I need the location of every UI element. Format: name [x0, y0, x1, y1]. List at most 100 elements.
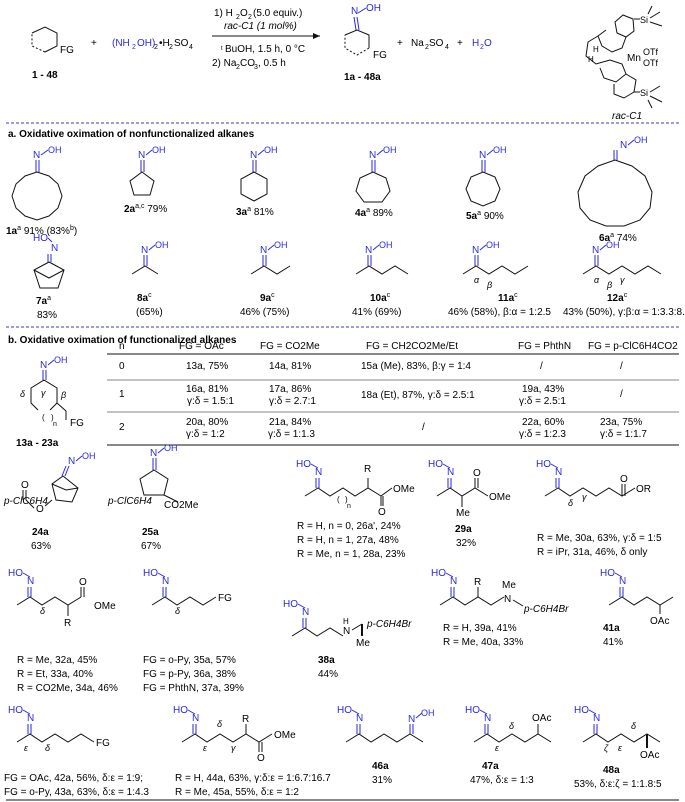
svg-text:24a: 24a [32, 527, 49, 538]
svg-text:SO: SO [429, 38, 444, 49]
svg-text:2: 2 [119, 422, 125, 433]
cond-solvent: BuOH, 1.5 h, 0 °C [225, 44, 305, 55]
compound-12a-caption: 12ac [607, 292, 628, 304]
svg-text:41%: 41% [603, 637, 623, 648]
svg-text:O: O [240, 8, 248, 19]
svg-text:N: N [260, 245, 267, 256]
hydroxylamine-reagent: (NH 2 OH) 2 •H 2 SO 4 [112, 38, 193, 51]
svg-text:OH: OH [152, 145, 166, 155]
svg-text:O: O [21, 480, 29, 491]
svg-text:N: N [408, 714, 415, 725]
compound-35a-37a: HON δ FG FG = o-Py, 35a, 57% FG = p-Py, … [143, 568, 244, 694]
section-b-title: b. Oxidative oximation of functionalized… [8, 335, 237, 346]
byproduct-water: H 2 O [472, 38, 492, 51]
svg-text:HO: HO [8, 705, 23, 716]
compound-1a-caption: 1aa 91% (83%b) [6, 225, 77, 237]
svg-text:α: α [594, 275, 600, 285]
svg-text:OH: OH [48, 145, 62, 155]
svg-text:2: 2 [236, 64, 240, 71]
svg-text:(: ( [337, 495, 340, 504]
svg-text:(: ( [42, 413, 45, 422]
catalyst-structure: Si H H Mn OTf OTf Si rac-C1 [585, 5, 663, 122]
svg-text:R = Me, 40a, 33%: R = Me, 40a, 33% [443, 637, 523, 648]
svg-text:β: β [486, 280, 492, 290]
svg-text:δ: δ [45, 743, 51, 753]
table-header-oac: FG = OAc [179, 341, 224, 352]
svg-text:(65%): (65%) [136, 307, 163, 318]
svg-text:R: R [64, 618, 71, 629]
svg-text:N: N [504, 594, 511, 605]
cond-base: 2) Na [212, 58, 237, 69]
compound-29a: HON Me O OMe 29a 32% [428, 459, 511, 549]
svg-text:N: N [620, 140, 627, 151]
svg-text:25a: 25a [142, 527, 159, 538]
svg-text:OH: OH [383, 145, 397, 155]
starting-material: FG 1 - 48 [31, 26, 74, 81]
compound-3a-caption: 3aa 81% [236, 206, 274, 218]
svg-text:32%: 32% [456, 538, 476, 549]
svg-text:N: N [33, 150, 40, 161]
svg-text:HO: HO [574, 705, 589, 716]
svg-text:HO: HO [465, 705, 480, 716]
svg-text:HO: HO [337, 705, 352, 716]
svg-text:OAc: OAc [640, 750, 659, 761]
svg-text:N: N [192, 713, 199, 724]
svg-text:p-ClC6H4: p-ClC6H4 [3, 496, 48, 507]
compound-2a-caption: 2aa,c 79% [124, 203, 167, 215]
prod-n: N [351, 6, 358, 17]
svg-text:OAc: OAc [532, 713, 551, 724]
svg-text:α: α [474, 275, 480, 285]
svg-text:46% (58%), β:α = 1:2.5: 46% (58%), β:α = 1:2.5 [448, 307, 551, 318]
svg-text:HO: HO [431, 568, 446, 579]
svg-text:δ: δ [40, 606, 46, 616]
compound-46a: HON N OH 46a 31% [337, 705, 435, 786]
svg-text:N: N [51, 243, 58, 254]
svg-text:γ:δ = 1:1.7: γ:δ = 1:1.7 [600, 429, 647, 440]
svg-text:R: R [242, 714, 249, 725]
compound-7a: HON 7aa 83% [33, 233, 65, 321]
reagent-oh: OH) [137, 38, 155, 49]
catalyst-mn: Mn [627, 53, 641, 64]
svg-text:ε: ε [203, 743, 208, 753]
svg-text:47a: 47a [482, 761, 499, 772]
svg-text:δ: δ [568, 498, 574, 508]
svg-text:HO: HO [428, 459, 443, 470]
svg-text:R = Et, 33a, 40%: R = Et, 33a, 40% [17, 669, 93, 680]
table-header-phthn: FG = PhthN [518, 341, 571, 352]
svg-text:γ: γ [41, 388, 46, 398]
svg-text:ε: ε [495, 743, 500, 753]
svg-text:3: 3 [254, 64, 258, 71]
svg-text:N: N [369, 150, 376, 161]
byproduct-h2o: H [472, 38, 479, 49]
svg-text:p-C6H4Br: p-C6H4Br [523, 604, 569, 615]
svg-text:FG = PhthN, 37a, 39%: FG = PhthN, 37a, 39% [143, 683, 244, 694]
svg-text:OMe: OMe [274, 730, 296, 741]
svg-text:Si: Si [640, 88, 648, 98]
svg-text:Me: Me [502, 580, 516, 591]
svg-text:67%: 67% [141, 541, 161, 552]
svg-text:O: O [620, 474, 628, 485]
svg-text:γ: γ [582, 492, 587, 502]
svg-text:R = Me, 30a, 63%, γ:δ = 1:5: R = Me, 30a, 63%, γ:δ = 1:5 [537, 533, 662, 544]
svg-text:n: n [53, 421, 57, 428]
svg-text:N: N [27, 713, 34, 724]
svg-text:O: O [473, 468, 481, 479]
svg-text:46a: 46a [372, 761, 389, 772]
svg-text:OAc: OAc [650, 616, 669, 627]
svg-text:O: O [257, 753, 265, 764]
svg-text:δ: δ [509, 721, 515, 731]
svg-text:OH: OH [274, 240, 288, 250]
svg-text:83%: 83% [37, 310, 57, 321]
svg-text:Me: Me [356, 638, 370, 649]
compound-5a-caption: 5aa 90% [466, 210, 504, 222]
svg-text:FG: FG [96, 738, 110, 749]
product-oxime: N OH FG 1a - 48a [344, 3, 387, 83]
compound-6a-caption: 6aa 74% [599, 232, 637, 244]
svg-text:R: R [474, 577, 481, 588]
